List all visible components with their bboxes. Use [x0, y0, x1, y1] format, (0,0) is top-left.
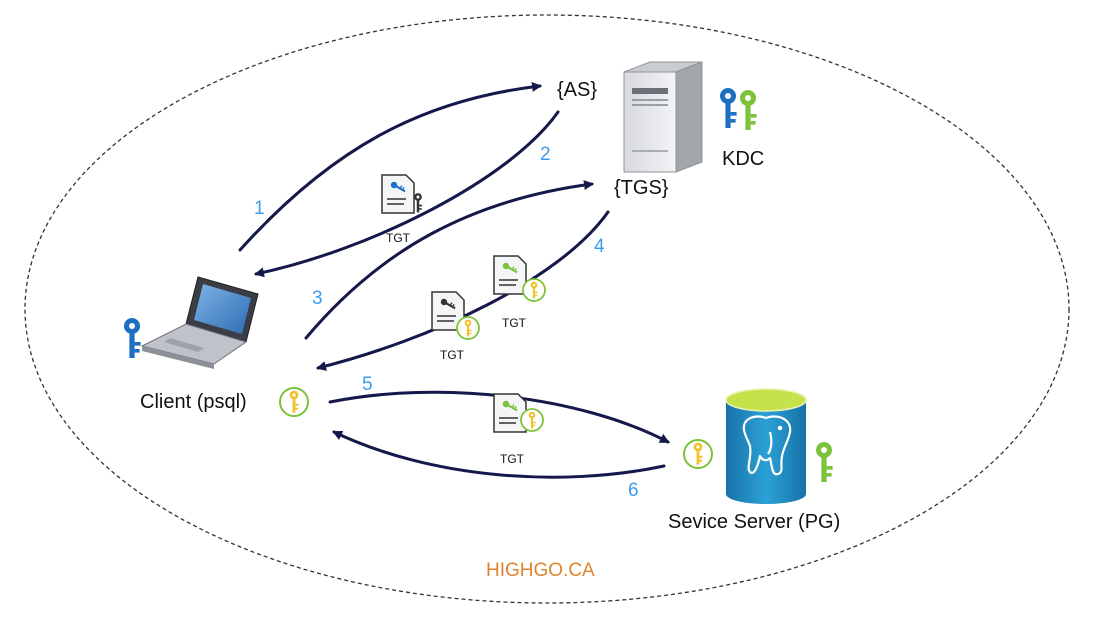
server-green-key-icon — [816, 442, 833, 482]
step-number-2: 2 — [540, 144, 551, 165]
server-session-key-icon — [683, 439, 713, 469]
client-blue-key-icon — [124, 318, 141, 358]
tgs-label: {TGS} — [614, 177, 669, 199]
postgresql-server-icon — [725, 388, 807, 504]
arrow-step-3 — [304, 180, 594, 340]
ticket-label: TGT — [502, 316, 527, 330]
step-number-4: 4 — [594, 236, 605, 257]
as-label: {AS} — [557, 79, 597, 101]
client-laptop-icon — [140, 276, 259, 369]
ticket-label: TGT — [386, 231, 411, 245]
ticket-label: TGT — [500, 452, 525, 466]
kdc-server-icon — [623, 61, 703, 173]
step-number-1: 1 — [254, 198, 265, 219]
arrow-step-6 — [332, 430, 666, 479]
step-number-6: 6 — [628, 480, 639, 501]
ticket-document-icon — [431, 291, 480, 340]
kdc-blue-key-icon — [720, 88, 737, 128]
ticket-label: TGT — [440, 348, 465, 362]
kdc-green-key-icon — [740, 90, 757, 130]
ticket-document-icon — [493, 255, 546, 302]
kdc-label: KDC — [722, 148, 764, 170]
ticket-document-icon — [381, 174, 423, 214]
client-label: Client (psql) — [140, 391, 247, 413]
server-label: Sevice Server (PG) — [668, 511, 840, 533]
step-number-3: 3 — [312, 288, 323, 309]
arrow-step-1 — [238, 81, 542, 252]
system-boundary — [24, 14, 1070, 604]
arrow-step-2 — [254, 110, 560, 278]
watermark-text: HIGHGO.CA — [486, 560, 595, 581]
client-session-key-icon — [279, 387, 309, 417]
ticket-document-icon — [493, 393, 544, 433]
step-number-5: 5 — [362, 374, 373, 395]
arrow-step-4 — [316, 210, 610, 371]
